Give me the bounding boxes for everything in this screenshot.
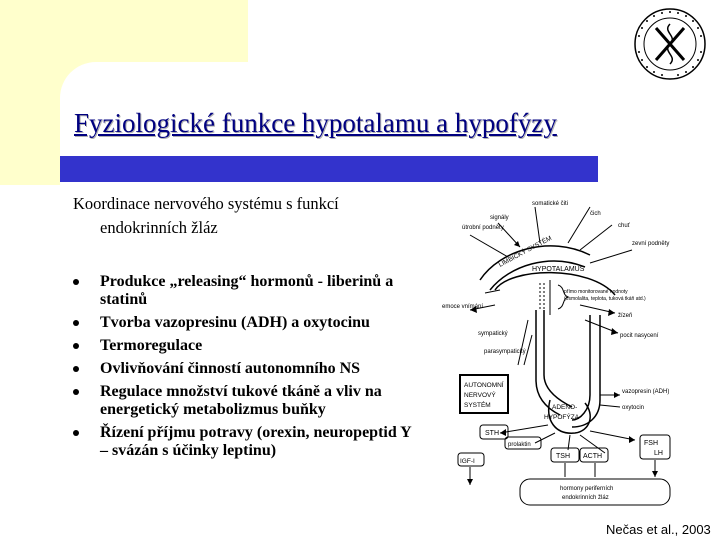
- label-acth: ACTH: [583, 453, 602, 460]
- bullet-icon: [73, 279, 79, 285]
- label-hypofyza: HYPOFÝZA: [544, 412, 580, 421]
- label-lh: LH: [654, 450, 663, 457]
- label-feedback: přímo monitorované hodnoty: [564, 289, 628, 295]
- bullet-icon: [73, 320, 79, 326]
- label-satiety: pocit nasycení: [620, 333, 659, 339]
- bullet-list: Produkce „releasing“ hormonů - liberinů …: [73, 273, 423, 465]
- intro-line-2: endokrinních žláz: [100, 218, 218, 237]
- label-feedback-2: (osmolalita, teplota, tuková tkáň atd.): [564, 296, 646, 302]
- label-parasympathetic: parasympatický: [484, 349, 526, 355]
- list-item: Řízení příjmu potravy (orexin, neuropept…: [73, 424, 423, 460]
- label-peripheral-1: hormony periferních: [560, 486, 613, 492]
- title-underline-bar: [60, 156, 598, 182]
- bullet-icon: [73, 430, 79, 436]
- label-signals: signály: [490, 215, 509, 221]
- label-ans-1: AUTONOMNÍ: [464, 380, 504, 389]
- list-item: Produkce „releasing“ hormonů - liberinů …: [73, 273, 423, 309]
- label-thirst: žízeň: [618, 313, 632, 319]
- label-adeno: ADENO-: [552, 404, 577, 411]
- bullet-icon: [73, 366, 79, 372]
- label-somatic: somatické čiti: [532, 201, 568, 207]
- label-ans-3: SYSTÉM: [464, 400, 491, 409]
- list-item: Regulace množství tukové tkáně a vliv na…: [73, 383, 423, 419]
- content-panel: [60, 62, 720, 540]
- label-hypothalamus: HYPOTALAMUS: [532, 266, 585, 273]
- list-item: Tvorba vazopresinu (ADH) a oxytocinu: [73, 314, 423, 332]
- intro-line-1: Koordinace nervového systému s funkcí: [73, 194, 339, 213]
- label-prolactin: prolaktin: [508, 442, 531, 448]
- label-igf: IGF-I: [460, 458, 475, 465]
- label-tsh: TSH: [556, 453, 570, 460]
- hypothalamus-diagram: somatické čiti čich chuť útrobní podněty…: [442, 201, 671, 506]
- label-taste: chuť: [618, 223, 631, 229]
- label-vasopressin: vazopresin (ADH): [622, 389, 669, 395]
- bullet-icon: [73, 343, 79, 349]
- slide-title: Fyziologické funkce hypotalamu a hypofýz…: [74, 108, 557, 138]
- label-peripheral-2: endokrinních žláz: [562, 495, 609, 501]
- citation: Nečas et al., 2003: [606, 522, 711, 537]
- label-sth: STH: [485, 430, 499, 437]
- list-item: Ovlivňování činností autonomního NS: [73, 360, 423, 378]
- label-smell: čich: [590, 211, 601, 217]
- bullet-icon: [73, 389, 79, 395]
- list-item: Termoregulace: [73, 337, 423, 355]
- label-limbic: LIMBICKÝ SYSTÉM: [497, 233, 553, 269]
- label-emotions: emoce vnímání: [442, 304, 483, 310]
- label-sympathetic: sympatický: [478, 331, 508, 337]
- label-external: zevní podněty: [632, 241, 669, 247]
- label-visceral: útrobní podněty: [462, 225, 504, 231]
- university-seal-logo: [634, 8, 706, 80]
- label-ans-2: NERVOVÝ: [464, 390, 496, 399]
- intro-text: Koordinace nervového systému s funkcí en…: [73, 192, 423, 240]
- label-fsh: FSH: [644, 440, 658, 447]
- label-oxytocin: oxytocin: [622, 405, 644, 411]
